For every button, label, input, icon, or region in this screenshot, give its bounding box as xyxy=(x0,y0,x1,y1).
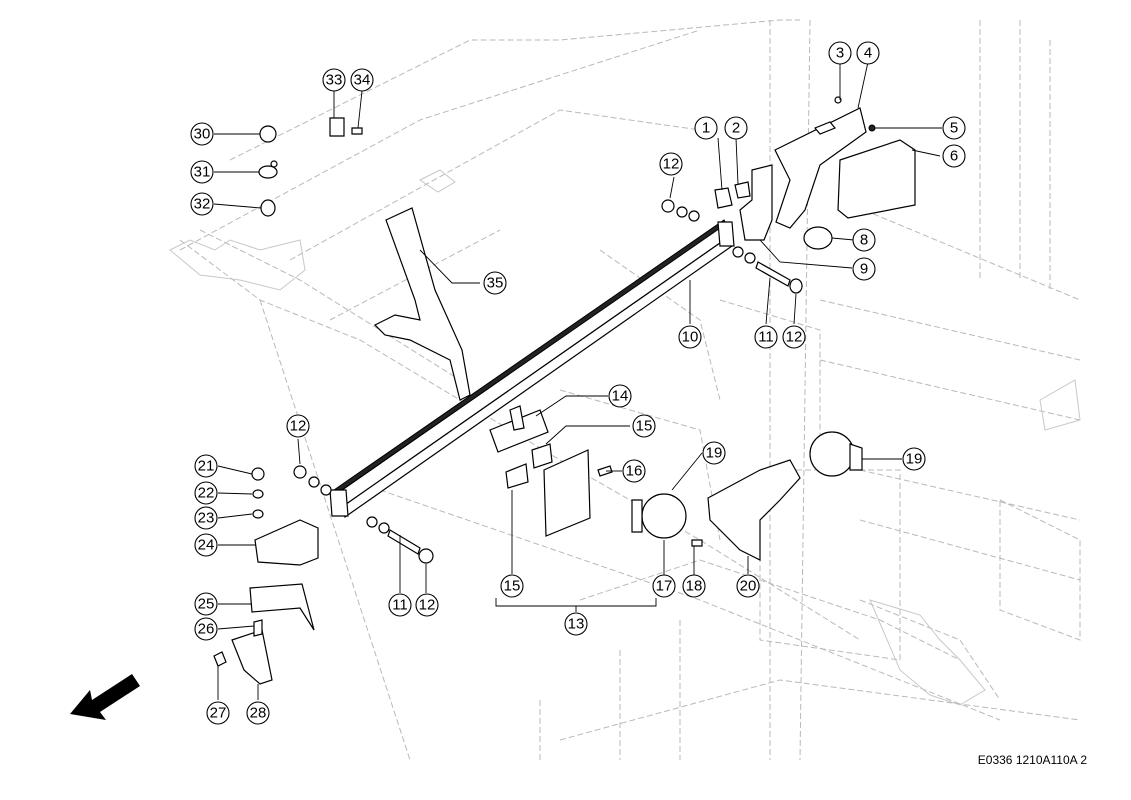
callout-5: 5 xyxy=(942,116,966,140)
svg-text:4: 4 xyxy=(864,45,872,62)
svg-text:17: 17 xyxy=(656,578,673,595)
svg-text:34: 34 xyxy=(354,72,371,89)
drawing-code: E0336 1210A110A 2 xyxy=(977,753,1087,767)
callout-3: 3 xyxy=(828,41,852,65)
callout-1: 1 xyxy=(694,116,718,140)
svg-text:30: 30 xyxy=(194,126,211,143)
callout-11-right: 11 xyxy=(754,325,778,349)
mount-assembly xyxy=(489,405,863,561)
svg-text:1: 1 xyxy=(702,120,710,137)
aluminium-rail xyxy=(329,219,735,518)
callout-16: 16 xyxy=(622,459,646,483)
support-bracket xyxy=(373,207,471,401)
callout-34: 34 xyxy=(350,68,374,92)
callout-20: 20 xyxy=(736,574,760,598)
clips xyxy=(258,117,363,217)
svg-text:26: 26 xyxy=(198,621,215,638)
callouts: 1 2 3 4 5 6 8 9 10 11 11 12 12 12 12 13 … xyxy=(190,41,966,725)
callout-24: 24 xyxy=(194,533,218,557)
svg-text:19: 19 xyxy=(906,451,923,468)
direction-arrow xyxy=(70,674,140,720)
svg-text:6: 6 xyxy=(950,148,958,165)
callout-11-left: 11 xyxy=(388,593,412,617)
callout-12-right: 12 xyxy=(782,325,806,349)
callout-15-left: 15 xyxy=(500,574,524,598)
svg-text:13: 13 xyxy=(568,616,585,633)
svg-text:27: 27 xyxy=(210,705,227,722)
svg-text:16: 16 xyxy=(626,463,643,480)
svg-text:9: 9 xyxy=(860,261,868,278)
svg-text:8: 8 xyxy=(860,232,868,249)
callout-25: 25 xyxy=(194,592,218,616)
svg-text:14: 14 xyxy=(612,388,629,405)
callout-22: 22 xyxy=(194,481,218,505)
svg-text:18: 18 xyxy=(686,578,703,595)
callout-2: 2 xyxy=(724,116,748,140)
svg-text:32: 32 xyxy=(194,196,211,213)
svg-text:10: 10 xyxy=(682,329,699,346)
svg-text:33: 33 xyxy=(326,72,343,89)
callout-15-right: 15 xyxy=(632,414,656,438)
svg-text:22: 22 xyxy=(198,485,215,502)
svg-text:23: 23 xyxy=(198,510,215,527)
callout-12-top: 12 xyxy=(659,152,683,176)
callout-17: 17 xyxy=(652,574,676,598)
svg-text:19: 19 xyxy=(706,445,723,462)
leader-lines xyxy=(213,61,942,700)
callout-4: 4 xyxy=(856,41,880,65)
callout-31: 31 xyxy=(190,160,214,184)
callout-12-mid: 12 xyxy=(286,414,310,438)
svg-text:31: 31 xyxy=(194,164,211,181)
svg-text:3: 3 xyxy=(836,45,844,62)
right-end-assembly xyxy=(714,96,916,294)
svg-text:21: 21 xyxy=(198,458,215,475)
svg-text:25: 25 xyxy=(198,596,215,613)
callout-30: 30 xyxy=(190,122,214,146)
svg-text:12: 12 xyxy=(663,156,680,173)
svg-text:24: 24 xyxy=(198,537,215,554)
callout-23: 23 xyxy=(194,506,218,530)
callout-18: 18 xyxy=(682,574,706,598)
callout-26: 26 xyxy=(194,617,218,641)
callout-6: 6 xyxy=(942,144,966,168)
svg-text:15: 15 xyxy=(504,578,521,595)
callout-12-bottom: 12 xyxy=(415,593,439,617)
svg-text:2: 2 xyxy=(732,120,740,137)
callout-13: 13 xyxy=(564,612,588,636)
svg-text:12: 12 xyxy=(419,597,436,614)
callout-32: 32 xyxy=(190,192,214,216)
callout-19-right: 19 xyxy=(902,447,926,471)
callout-10: 10 xyxy=(678,325,702,349)
svg-text:12: 12 xyxy=(290,418,307,435)
callout-9: 9 xyxy=(852,257,876,281)
callout-28: 28 xyxy=(246,701,270,725)
fasteners xyxy=(293,199,756,564)
callout-33: 33 xyxy=(322,68,346,92)
svg-text:11: 11 xyxy=(758,329,774,346)
svg-text:20: 20 xyxy=(740,578,757,595)
svg-text:11: 11 xyxy=(392,597,408,614)
svg-text:15: 15 xyxy=(636,418,653,435)
svg-text:12: 12 xyxy=(786,329,803,346)
callout-8: 8 xyxy=(852,228,876,252)
svg-text:5: 5 xyxy=(950,120,958,137)
callout-19-left: 19 xyxy=(702,441,726,465)
svg-text:35: 35 xyxy=(487,275,504,292)
lower-left-parts xyxy=(213,467,319,685)
callout-14: 14 xyxy=(608,384,632,408)
callout-27: 27 xyxy=(206,701,230,725)
svg-text:28: 28 xyxy=(250,705,267,722)
callout-21: 21 xyxy=(194,454,218,478)
callout-35: 35 xyxy=(483,271,507,295)
